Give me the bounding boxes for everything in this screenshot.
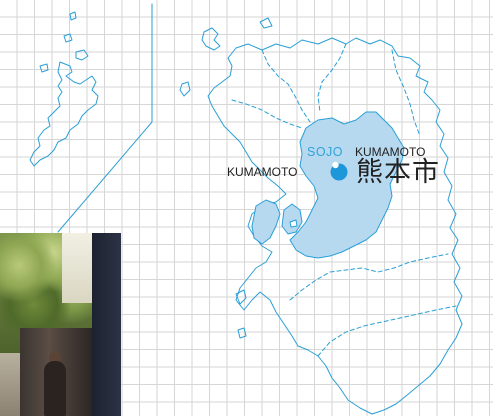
southern-islet-outline <box>235 289 247 305</box>
photo-wall <box>92 233 121 416</box>
location-dot-icon <box>330 161 348 181</box>
photo-person <box>44 361 66 416</box>
inset-frame-line <box>57 3 153 233</box>
islet-outline-4 <box>39 63 49 73</box>
goto-islands-outline <box>29 61 99 167</box>
southern-islet-outline-2 <box>237 327 247 339</box>
street-photo <box>0 233 121 416</box>
kumamoto-prefecture-area <box>289 111 405 259</box>
northern-islet-outline-3 <box>259 17 273 29</box>
northern-islet-outline-2 <box>179 81 191 97</box>
amakusa-island-1 <box>251 199 281 245</box>
kyushu-coastline <box>207 37 463 415</box>
sojo-label: SOJO <box>307 145 344 159</box>
photo-sky <box>62 233 92 303</box>
photo-person-head <box>49 351 61 364</box>
northern-islet-outline <box>201 27 221 51</box>
islet-outline-1 <box>75 49 89 61</box>
islet-outline-3 <box>69 11 77 21</box>
kumamoto-label-left: KUMAMOTO <box>227 165 298 179</box>
prefecture-borders <box>231 43 457 357</box>
amakusa-islet <box>289 219 298 228</box>
islet-outline-2 <box>63 33 73 43</box>
city-name-kanji: 熊本市 <box>356 157 440 188</box>
kumamoto-label-upper: KUMAMOTO <box>355 145 426 159</box>
amakusa-island-2 <box>281 203 303 235</box>
